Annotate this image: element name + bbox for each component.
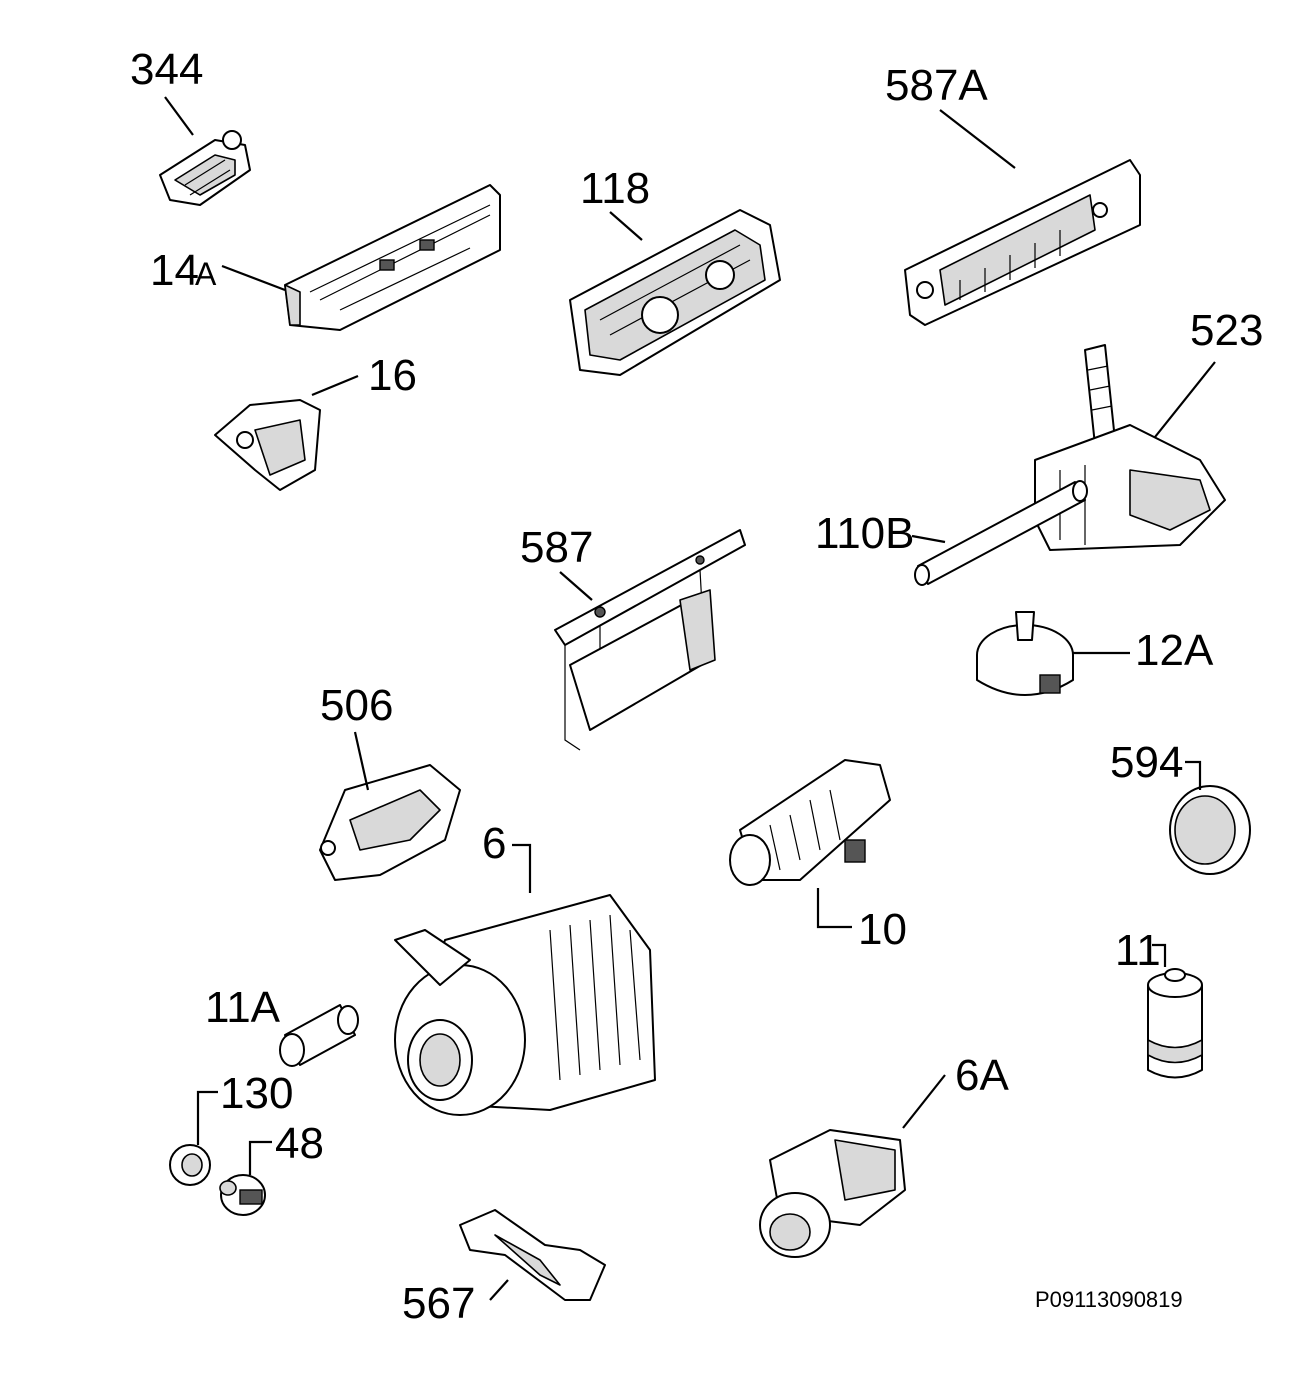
leader-110B — [911, 534, 946, 544]
leader-48 — [248, 1140, 272, 1175]
part-10 — [729, 759, 891, 886]
label-16: 16 — [368, 351, 417, 400]
label-11: 11 — [1115, 926, 1161, 975]
leader-118 — [609, 211, 643, 241]
part-594 — [1169, 785, 1251, 875]
label-14A-number: 14 — [150, 246, 199, 295]
leader-594 — [1185, 760, 1202, 790]
label-6A: 6A — [955, 1051, 1009, 1100]
label-587: 587 — [520, 523, 593, 572]
label-506: 506 — [320, 681, 393, 730]
label-567: 567 — [402, 1279, 475, 1328]
part-16 — [214, 399, 321, 491]
label-523: 523 — [1190, 306, 1263, 355]
leader-567 — [489, 1279, 509, 1301]
reference-code: P09113090819 — [1035, 1287, 1183, 1312]
label-344: 344 — [130, 45, 203, 94]
part-567 — [459, 1209, 606, 1301]
leader-344 — [164, 96, 194, 136]
part-110B — [914, 480, 1088, 586]
leader-587 — [559, 571, 593, 601]
part-14A — [284, 184, 501, 331]
part-11 — [1147, 968, 1203, 1079]
label-11A: 11A — [205, 983, 281, 1032]
leader-6 — [512, 843, 532, 893]
leader-14A — [221, 264, 286, 292]
part-344 — [159, 130, 251, 206]
label-10: 10 — [858, 905, 907, 954]
leader-10 — [816, 888, 852, 929]
label-118: 118 — [580, 164, 650, 213]
label-110B: 110B — [815, 509, 915, 558]
label-12A: 12A — [1135, 626, 1214, 675]
leader-587A — [939, 109, 1016, 169]
part-12A — [976, 611, 1074, 696]
label-6: 6 — [482, 819, 506, 868]
leader-16 — [311, 374, 359, 397]
leader-523 — [1154, 361, 1216, 438]
part-6 — [394, 894, 656, 1116]
part-11A — [279, 1004, 359, 1067]
part-118 — [569, 209, 781, 376]
part-523 — [1034, 344, 1226, 551]
label-14A-suffix: A — [195, 256, 217, 292]
label-48: 48 — [275, 1119, 324, 1168]
leader-6A — [902, 1074, 946, 1129]
part-6A — [759, 1129, 906, 1258]
part-587A — [904, 159, 1141, 326]
label-594: 594 — [1110, 738, 1183, 787]
leader-130 — [196, 1090, 218, 1145]
leader-11 — [1152, 943, 1167, 967]
part-506 — [319, 764, 461, 881]
part-48 — [219, 1174, 266, 1216]
label-587A: 587A — [885, 61, 988, 110]
part-130 — [169, 1144, 211, 1186]
leader-506 — [353, 731, 370, 791]
part-587 — [554, 529, 746, 751]
label-130: 130 — [220, 1069, 293, 1118]
